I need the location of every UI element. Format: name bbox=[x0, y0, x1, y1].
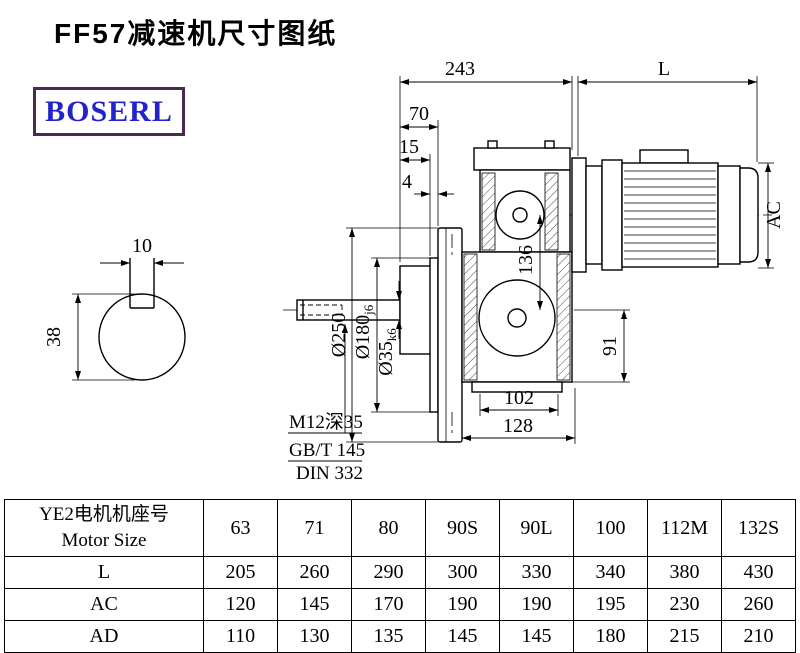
table-cell: 340 bbox=[573, 556, 648, 589]
dim-4-label: 4 bbox=[402, 171, 412, 193]
dim-128-label: 128 bbox=[503, 415, 533, 437]
technical-drawing: 10 38 bbox=[43, 58, 785, 484]
motor-size-header-en: Motor Size bbox=[61, 530, 147, 551]
dim-shaft-dia-label: Ø35k6 bbox=[375, 328, 399, 376]
brand-logo-text: BOSERL bbox=[45, 94, 173, 128]
dim-L-label: L bbox=[658, 58, 670, 80]
size-header-cell: 63 bbox=[203, 499, 278, 557]
size-header-cell: 71 bbox=[277, 499, 352, 557]
size-header-cell: 90S bbox=[425, 499, 500, 557]
motor-dimension-table: YE2电机机座号 Motor Size 63 71 80 90S 90L 100… bbox=[4, 499, 796, 653]
table-cell: 205 bbox=[203, 556, 278, 589]
table-cell: 170 bbox=[351, 588, 426, 621]
table-cell: 230 bbox=[647, 588, 722, 621]
table-row-L: L 205 260 290 300 330 340 380 430 bbox=[4, 556, 796, 589]
table-cell: 130 bbox=[277, 620, 352, 653]
table-cell: 300 bbox=[425, 556, 500, 589]
dim-flange-dia-label: Ø250 bbox=[328, 313, 350, 357]
table-cell: 145 bbox=[277, 588, 352, 621]
table-row-AD: AD 110 130 135 145 145 180 215 210 bbox=[4, 620, 796, 653]
table-header-row: YE2电机机座号 Motor Size 63 71 80 90S 90L 100… bbox=[4, 499, 796, 557]
table-cell: 135 bbox=[351, 620, 426, 653]
table-cell: 190 bbox=[499, 588, 574, 621]
dim-136-label: 136 bbox=[515, 245, 537, 275]
table-cell: 210 bbox=[721, 620, 796, 653]
table-cell: 145 bbox=[499, 620, 574, 653]
table-cell: 110 bbox=[203, 620, 278, 653]
dim-91-label: 91 bbox=[599, 336, 621, 356]
motor-fins bbox=[624, 170, 716, 260]
dimension-annotations: 243 L 70 15 4 Ø250 Ø180j6 Ø35k6 136 AC bbox=[288, 58, 785, 484]
dim-spigot-dia-label: Ø180j6 bbox=[352, 304, 376, 359]
shaft-end-view: 10 38 bbox=[43, 235, 186, 381]
table-row-AC: AC 120 145 170 190 190 195 230 260 bbox=[4, 588, 796, 621]
table-cell: 180 bbox=[573, 620, 648, 653]
size-header-cell: 132S bbox=[721, 499, 796, 557]
dim-10-label: 10 bbox=[132, 235, 152, 257]
size-header-cell: 90L bbox=[499, 499, 574, 557]
table-cell: 290 bbox=[351, 556, 426, 589]
table-cell: 330 bbox=[499, 556, 574, 589]
row-label: AC bbox=[4, 588, 204, 621]
size-header-cell: 112M bbox=[647, 499, 722, 557]
gearbox-side-view bbox=[283, 140, 772, 443]
dim-15-label: 15 bbox=[399, 136, 419, 158]
page-title: FF57减速机尺寸图纸 bbox=[54, 18, 338, 49]
table-cell: 380 bbox=[647, 556, 722, 589]
table-cell: 215 bbox=[647, 620, 722, 653]
note-din-standard: DIN 332 bbox=[296, 463, 363, 484]
table-cell: 260 bbox=[721, 588, 796, 621]
dim-243-label: 243 bbox=[445, 58, 475, 80]
table-cell: 120 bbox=[203, 588, 278, 621]
motor bbox=[571, 149, 759, 273]
motor-size-header-cell: YE2电机机座号 Motor Size bbox=[4, 499, 204, 557]
dim-102-label: 102 bbox=[504, 387, 534, 409]
table-cell: 430 bbox=[721, 556, 796, 589]
table-cell: 190 bbox=[425, 588, 500, 621]
table-cell: 145 bbox=[425, 620, 500, 653]
size-header-cell: 100 bbox=[573, 499, 648, 557]
row-label: L bbox=[4, 556, 204, 589]
dim-38-label: 38 bbox=[43, 327, 65, 347]
table-cell: 195 bbox=[573, 588, 648, 621]
brand-logo-box: BOSERL bbox=[33, 87, 185, 136]
table-cell: 260 bbox=[277, 556, 352, 589]
motor-size-header-zh: YE2电机机座号 bbox=[39, 504, 169, 526]
row-label: AD bbox=[4, 620, 204, 653]
dim-70-label: 70 bbox=[409, 103, 429, 125]
dim-AC-label: AC bbox=[763, 201, 785, 229]
note-gbt-standard: GB/T 145 bbox=[289, 440, 365, 461]
size-header-cell: 80 bbox=[351, 499, 426, 557]
note-tap: M12深35 bbox=[289, 411, 363, 433]
